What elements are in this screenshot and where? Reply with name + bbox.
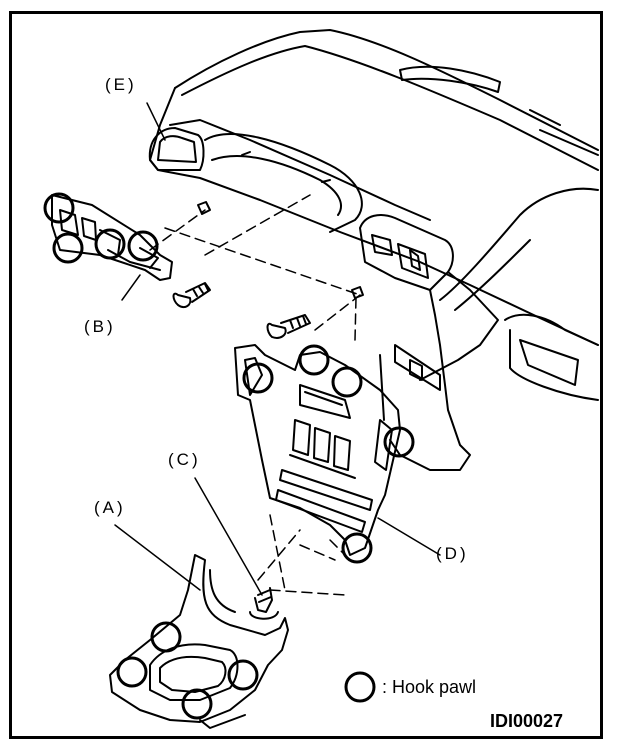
legend-text: : Hook pawl: [382, 677, 477, 697]
hook-pawl-markers: [43, 192, 415, 720]
hook-pawl-circle: [181, 688, 213, 720]
screw-upper: [172, 282, 211, 308]
hook-pawl-circle: [127, 230, 159, 262]
label-c: (C): [168, 450, 201, 469]
part-a-lower-cover: [109, 554, 289, 729]
label-b: (B): [84, 317, 116, 336]
hook-pawl-circle: [116, 656, 148, 688]
hook-pawl-circle: [227, 659, 259, 691]
label-a: (A): [94, 498, 126, 517]
label-e: (E): [105, 75, 137, 94]
hook-pawl-circle: [52, 232, 84, 264]
hook-pawl-circle: [383, 426, 415, 458]
part-d-center-panel: [234, 344, 401, 556]
part-c-screw: [249, 587, 279, 620]
part-b-bracket: [51, 194, 173, 281]
hook-pawl-circle: [150, 621, 182, 653]
legend-hook-pawl-icon: [344, 671, 376, 703]
figure-frame: [9, 11, 603, 739]
hook-pawl-circle: [341, 532, 373, 564]
hook-pawl-circle: [298, 344, 330, 376]
hook-pawl-circle: [331, 366, 363, 398]
instrument-panel-assembly: [148, 29, 599, 471]
figure-code: IDI00027: [490, 711, 564, 731]
label-d: (D): [436, 544, 469, 563]
leader-lines: [114, 102, 441, 596]
assembly-guide-lines: [149, 194, 361, 596]
hook-pawl-circle: [94, 228, 126, 260]
hook-pawl-circle: [242, 362, 274, 394]
hook-pawl-circle: [43, 192, 75, 224]
screw-middle: [266, 314, 311, 339]
